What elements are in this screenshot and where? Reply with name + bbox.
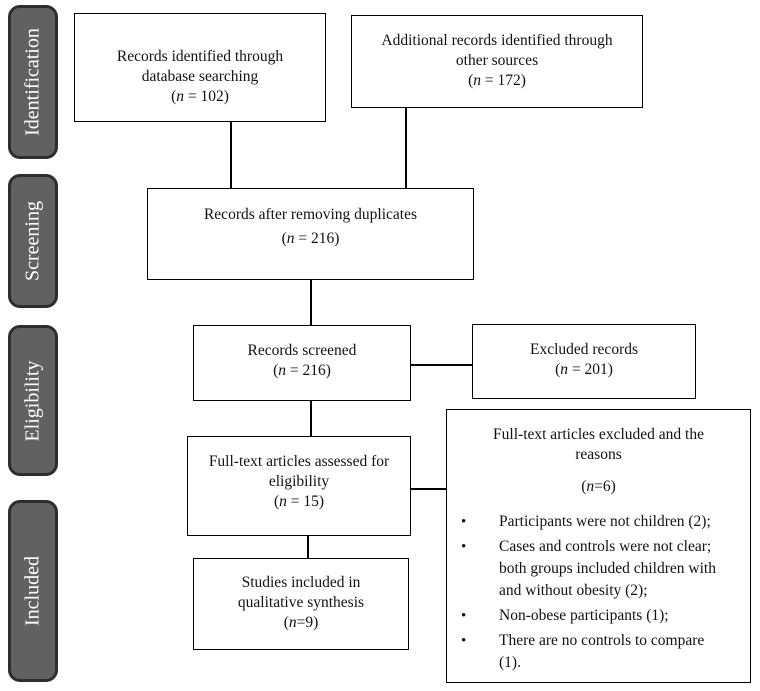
stage-identification: Identification [8,5,58,159]
box-text: Excluded records [529,341,639,358]
bullet-icon: • [461,514,467,530]
fulltext-assessed-box: Full-text articles assessed for eligibil… [187,436,411,536]
fulltext-excluded-reasons-box: Full-text articles excluded and the reas… [446,409,751,683]
list-item: • Participants were not children (2); [447,511,750,533]
box-text: eligibility [268,473,330,490]
box-text: Full-text articles assessed for [208,453,390,470]
stage-label: Identification [21,28,44,136]
box-count: (n = 216) [281,230,340,247]
connector-other-to-dedup [405,107,407,189]
box-text: Full-text articles excluded and the [493,426,704,443]
box-text: Studies included in [241,574,361,591]
box-count: (n=9) [283,614,319,631]
list-item: • There are no controls to compare (1). [461,632,705,671]
bullet-icon: • [461,633,467,649]
list-item: • Non-obese participants (1); [447,605,750,627]
box-text: Additional records identified through [381,32,613,49]
box-count: (n = 201) [555,361,613,378]
box-count: (n = 216) [273,362,331,379]
stage-label: Screening [21,201,44,281]
bullet-icon: • [461,539,467,555]
stage-eligibility: Eligibility [8,325,58,476]
box-text: reasons [575,446,622,463]
excluded-records-box: Excluded records (n = 201) [472,324,696,399]
records-screened-box: Records screened (n = 216) [193,325,411,401]
box-count: (n = 172) [468,72,526,89]
connector-db-to-dedup [230,121,232,189]
stage-screening: Screening [8,174,58,308]
exclusion-reasons-list: • Participants were not children (2); • … [447,511,750,674]
stage-label: Eligibility [21,359,44,442]
studies-included-box: Studies included in qualitative synthesi… [193,558,409,650]
connector-screened-to-fulltext [310,400,312,437]
box-text: Records after removing duplicates [203,206,418,223]
box-text: other sources [455,52,539,69]
list-item: • Cases and controls were not clear; bot… [461,538,716,599]
connector-fulltext-to-included [307,535,309,559]
box-count: (n = 102) [171,88,229,105]
box-text: qualitative synthesis [237,594,365,611]
box-text: Records screened [247,342,357,359]
box-count: (n=6) [581,478,616,495]
connector-dedup-to-screened [310,280,312,326]
stage-included: Included [8,500,58,682]
records-database-searching-box: Records identified through database sear… [74,13,326,122]
records-after-duplicates-box: Records after removing duplicates (n = 2… [147,188,474,280]
records-other-sources-box: Additional records identified through ot… [351,15,643,108]
box-text: database searching [141,68,259,85]
bullet-icon: • [461,608,467,624]
box-text: Records identified through [116,48,284,65]
box-count: (n = 15) [273,493,325,510]
connector-fulltext-to-excluded-reasons [411,488,447,490]
connector-screened-to-excluded [410,364,473,366]
stage-label: Included [21,556,44,626]
